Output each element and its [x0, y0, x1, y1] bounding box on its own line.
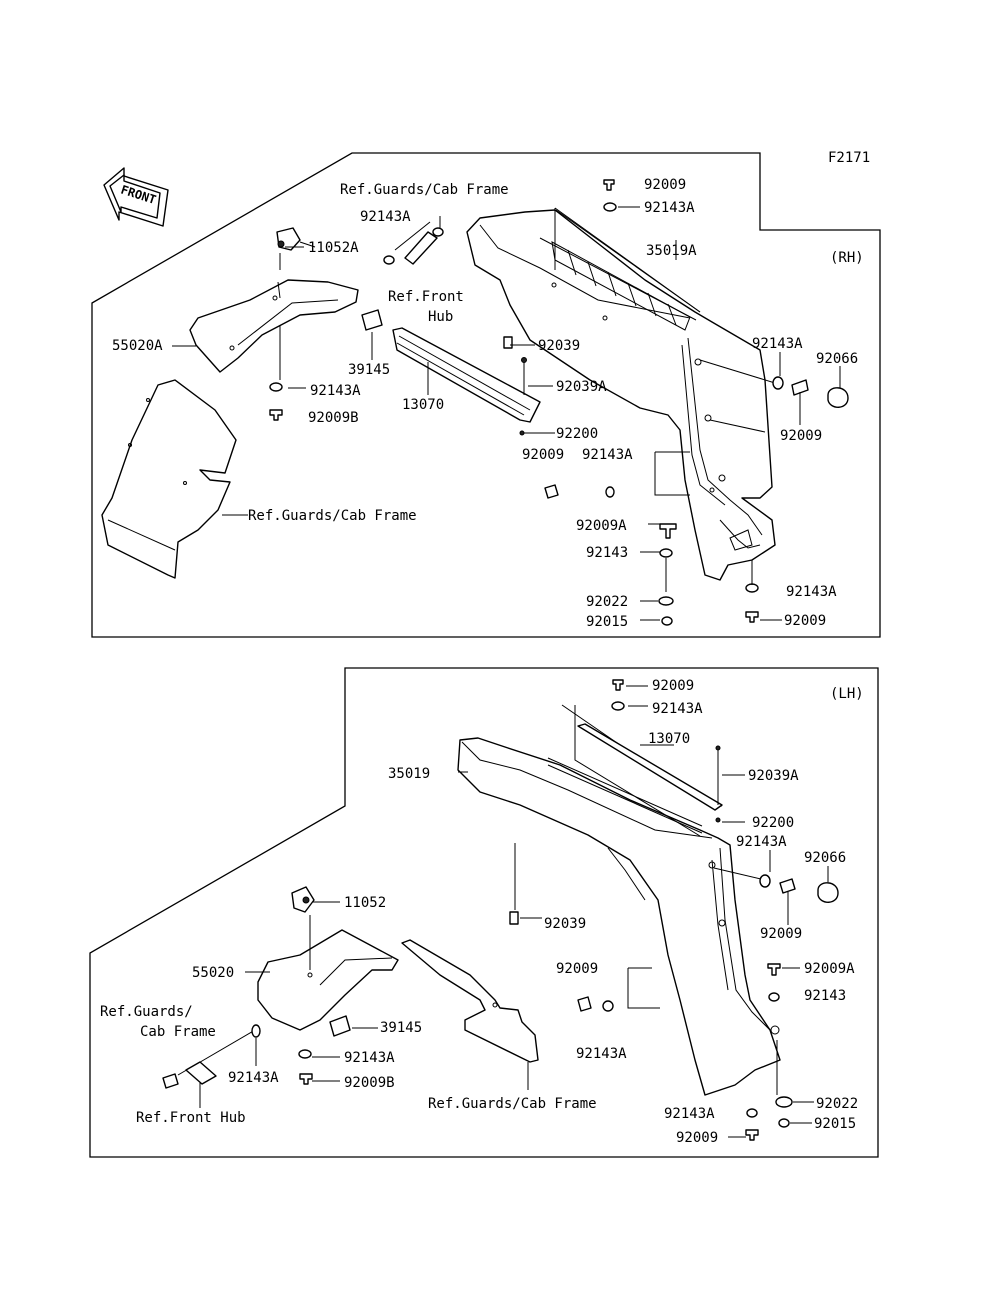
front-arrow-icon: FRONT	[103, 167, 169, 227]
rh-panel: (RH)	[91, 152, 881, 638]
lh-label-ref-guards-cab-frame: Ref.Guards/Cab Frame	[428, 1096, 597, 1112]
rh-cab-frame-panel	[101, 379, 237, 579]
lh-label-92009B: 92009B	[344, 1075, 395, 1091]
rh-label-ref-front-hub-1: Ref.Front	[388, 289, 464, 305]
rh-label-92039: 92039	[538, 338, 580, 354]
lh-panel-border	[89, 667, 879, 1158]
rh-label-92009-top: 92009	[644, 177, 686, 193]
rh-label-92143A-top: 92143A	[644, 200, 695, 216]
rh-side-label: (RH)	[830, 250, 864, 266]
lh-label-ref-guards-2: Cab Frame	[140, 1024, 216, 1040]
rh-label-92143A-left: 92143A	[310, 383, 361, 399]
lh-label-92009-top: 92009	[652, 678, 694, 694]
lh-label-92039A: 92039A	[748, 768, 799, 784]
rh-label-ref-guards-cab-frame-bottom: Ref.Guards/Cab Frame	[248, 508, 417, 524]
lh-label-92009-bottom: 92009	[676, 1130, 718, 1146]
rh-label-92143A-bottom: 92143A	[786, 584, 837, 600]
lh-label-92009-right: 92009	[760, 926, 802, 942]
lh-label-ref-front-hub: Ref.Front Hub	[136, 1110, 246, 1126]
rh-label-92039A: 92039A	[556, 379, 607, 395]
lh-label-92009A: 92009A	[804, 961, 855, 977]
rh-label-13070: 13070	[402, 397, 444, 413]
lh-panel: (LH)	[89, 667, 879, 1158]
lh-label-92143: 92143	[804, 988, 846, 1004]
lh-guard-55020	[257, 915, 399, 1031]
lh-strip-13070	[577, 723, 723, 811]
lh-label-39145: 39145	[380, 1020, 422, 1036]
lh-label-92143A-left: 92143A	[344, 1050, 395, 1066]
rh-label-92022: 92022	[586, 594, 628, 610]
rh-label-92009-right: 92009	[780, 428, 822, 444]
figure-id: F2171	[828, 150, 870, 166]
rh-label-92143A-right: 92143A	[752, 336, 803, 352]
rh-label-92009A: 92009A	[576, 518, 627, 534]
lh-label-92066: 92066	[804, 850, 846, 866]
rh-bracket-11052A	[276, 227, 316, 251]
rh-label-92143A: 92143A	[360, 209, 411, 225]
rh-label-92009B: 92009B	[308, 410, 359, 426]
rh-label-92200: 92200	[556, 426, 598, 442]
rh-guard-55020A	[189, 279, 359, 373]
rh-label-92015: 92015	[586, 614, 628, 630]
rh-fender-35019A	[466, 209, 776, 581]
rh-strip-13070	[392, 327, 541, 423]
rh-label-11052A: 11052A	[308, 240, 359, 256]
lh-label-92143A-top: 92143A	[652, 701, 703, 717]
lh-label-92143A-mid: 92143A	[576, 1046, 627, 1062]
lh-label-92009-mid: 92009	[556, 961, 598, 977]
rh-label-92009-mid: 92009	[522, 447, 564, 463]
lh-label-35019: 35019	[388, 766, 430, 782]
rh-label-39145: 39145	[348, 362, 390, 378]
rh-label-ref-guards-cab-frame-top: Ref.Guards/Cab Frame	[340, 182, 509, 198]
lh-bracket-11052	[291, 886, 315, 913]
lh-label-ref-guards-1: Ref.Guards/	[100, 1004, 193, 1020]
rh-label-35019A: 35019A	[646, 243, 697, 259]
lh-clip-39145	[329, 1015, 351, 1037]
rh-clip-39145	[361, 309, 383, 331]
lh-label-92143A-bottom: 92143A	[664, 1106, 715, 1122]
rh-label-92143: 92143	[586, 545, 628, 561]
rh-label-92066: 92066	[816, 351, 858, 367]
lh-side-label: (LH)	[830, 686, 864, 702]
rh-panel-border	[91, 152, 881, 638]
lh-label-11052: 11052	[344, 895, 386, 911]
lh-label-92022: 92022	[816, 1096, 858, 1112]
lh-label-92039: 92039	[544, 916, 586, 932]
rh-label-92009-bottom: 92009	[784, 613, 826, 629]
lh-label-92200: 92200	[752, 815, 794, 831]
lh-label-92015: 92015	[814, 1116, 856, 1132]
rh-label-92143A-mid: 92143A	[582, 447, 633, 463]
lh-label-55020: 55020	[192, 965, 234, 981]
lh-label-13070: 13070	[648, 731, 690, 747]
lh-cab-frame-panel	[401, 939, 539, 1063]
rh-label-ref-front-hub-2: Hub	[428, 309, 453, 325]
rh-label-55020A: 55020A	[112, 338, 163, 354]
rh-pin-top	[383, 221, 444, 265]
lh-label-92143A-right: 92143A	[736, 834, 787, 850]
lh-label-92143A-chain: 92143A	[228, 1070, 279, 1086]
